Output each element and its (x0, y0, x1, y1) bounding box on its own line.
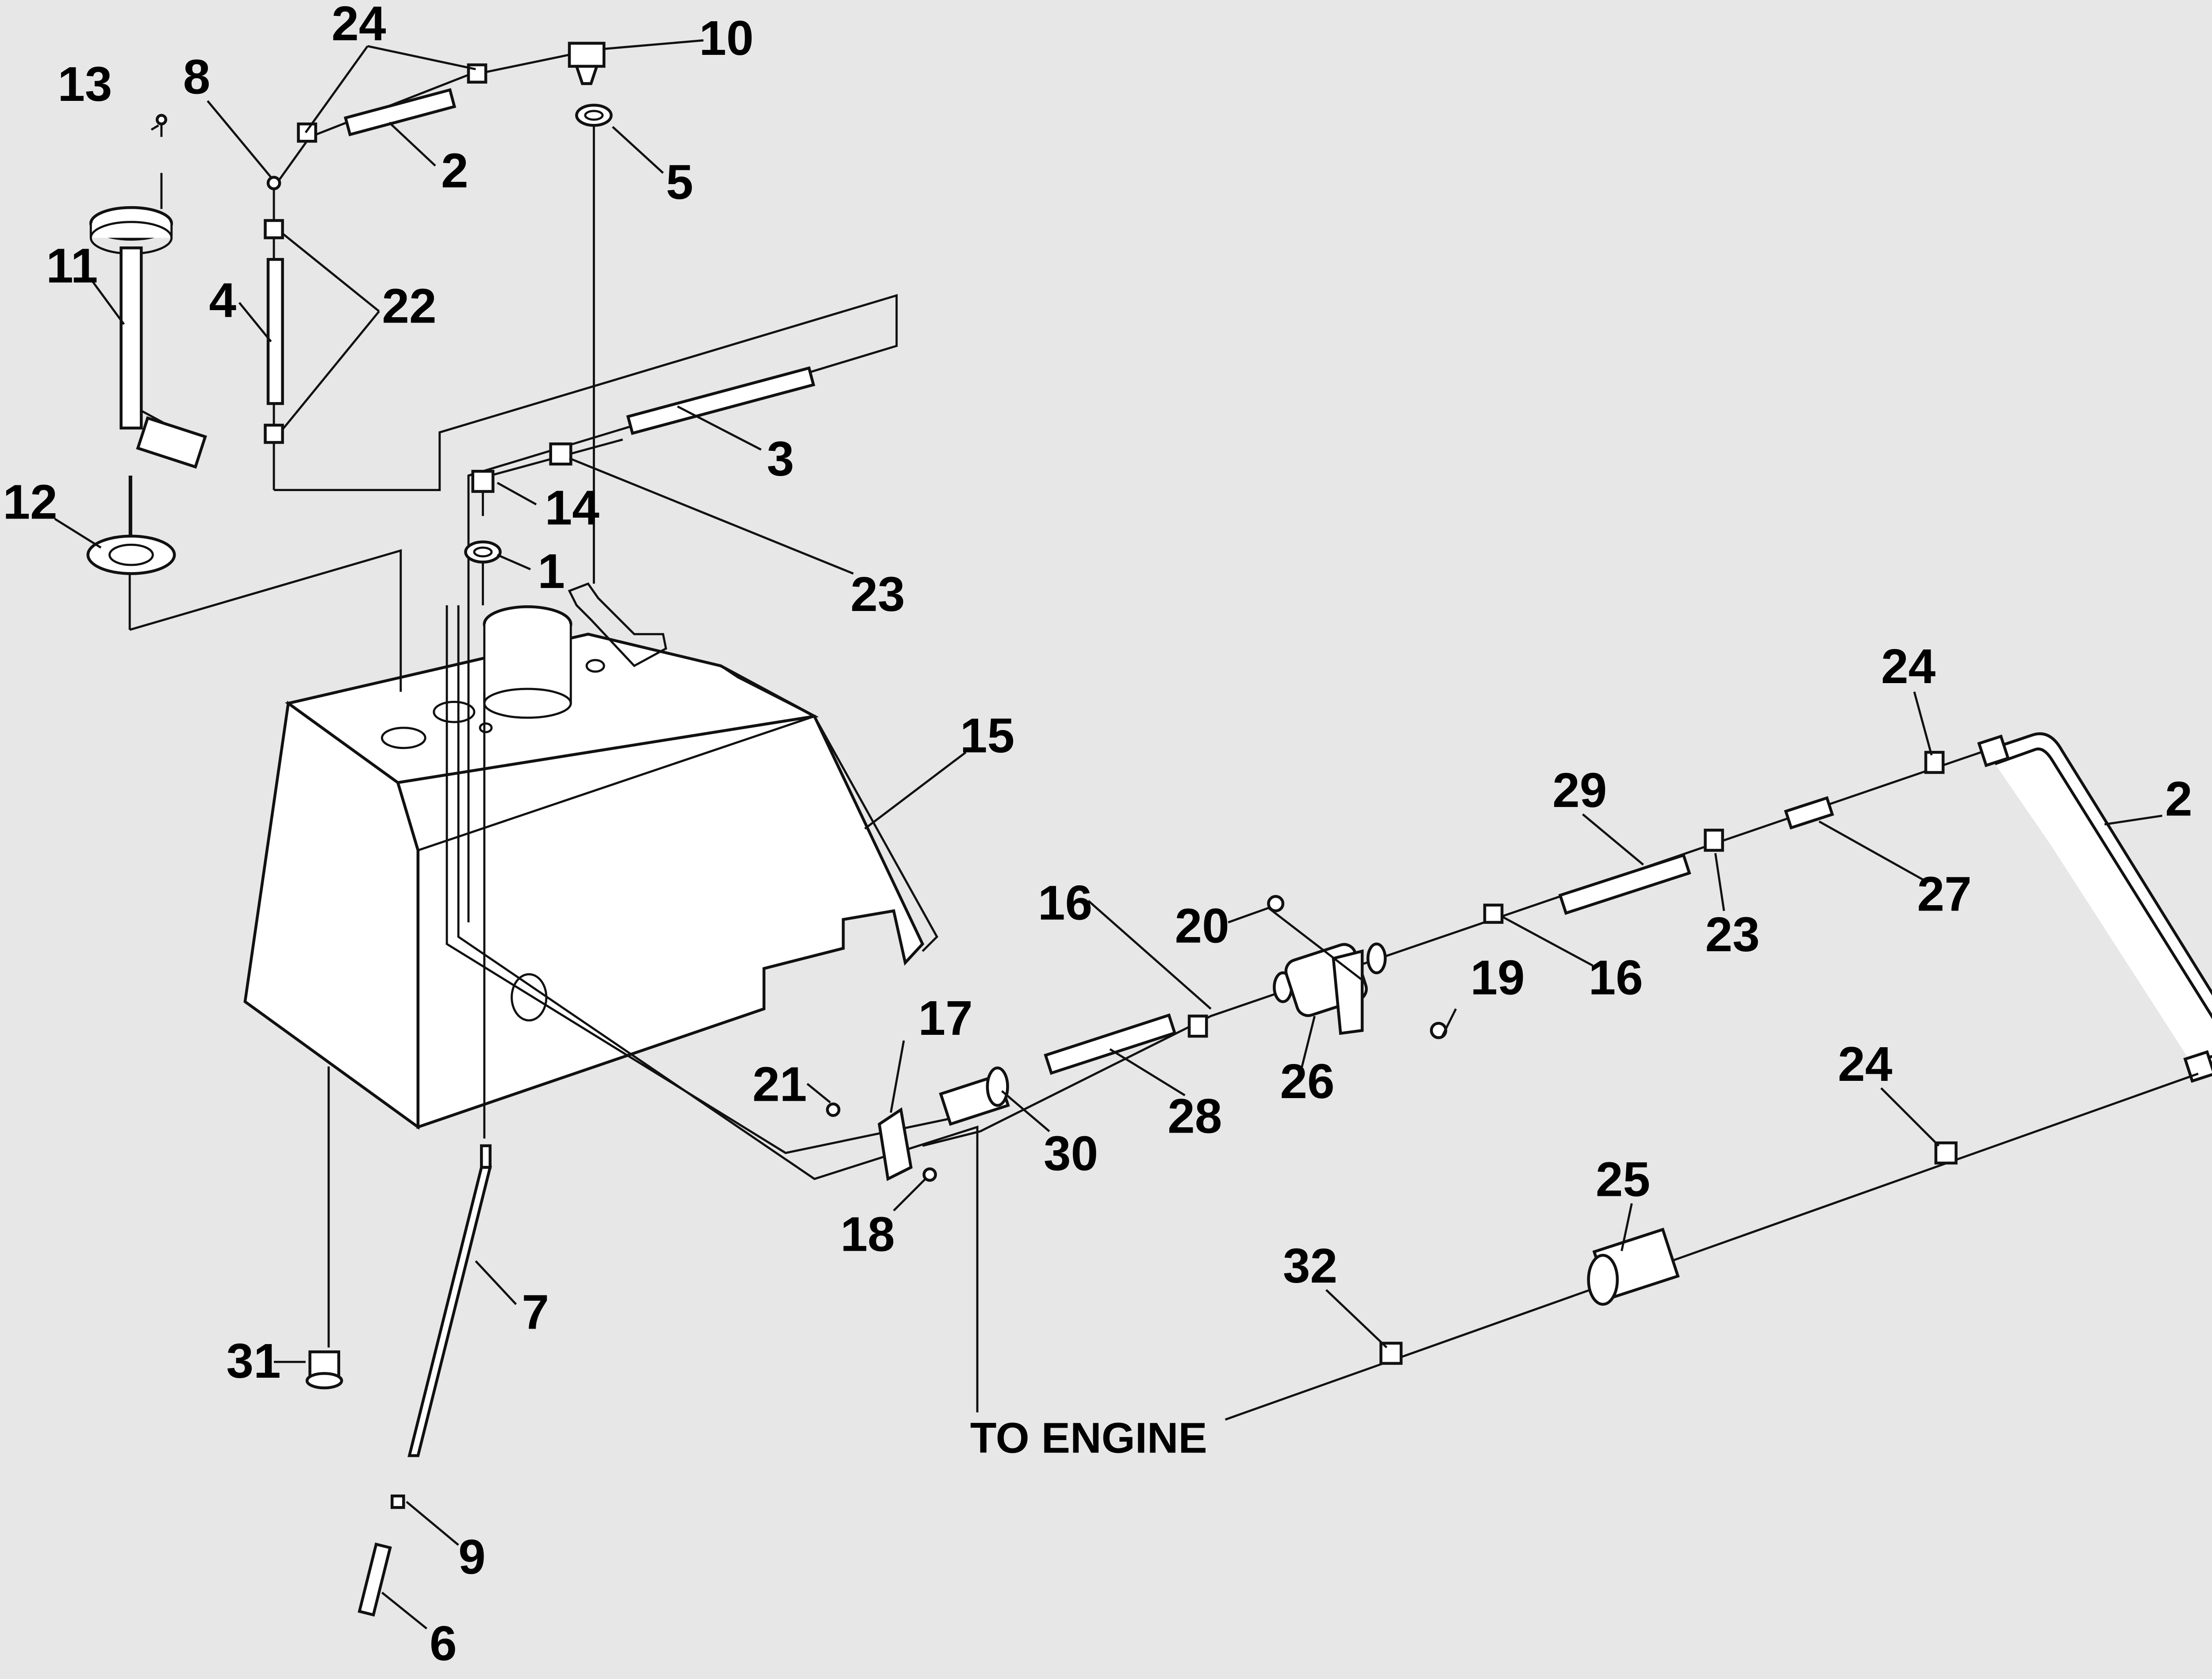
callout-24-right: 24 (1881, 639, 1936, 694)
callout-30: 30 (1044, 1126, 1098, 1181)
callout-11: 11 (46, 238, 98, 293)
fuel-line-lower (1225, 1072, 2199, 1421)
to-engine-label: TO ENGINE (970, 1414, 1207, 1462)
callout-24-lower: 24 (1838, 1037, 1892, 1091)
drain-plug (305, 1066, 343, 1390)
callout-9: 9 (458, 1530, 486, 1584)
fill-vent-hose (464, 366, 815, 606)
callout-labels: 24 10 13 8 2 5 11 4 22 3 12 14 1 23 24 1… (3, 0, 2193, 1671)
sender-gasket (86, 534, 176, 575)
callout-12: 12 (3, 475, 58, 530)
leader-lines (54, 39, 2162, 1629)
callout-18: 18 (841, 1207, 895, 1262)
callout-23-line: 23 (1705, 907, 1760, 962)
fuel-tank (243, 582, 938, 1130)
callout-23-tank: 23 (850, 567, 905, 622)
callout-15: 15 (960, 708, 1014, 763)
clamp-23 (1704, 829, 1724, 852)
callout-10: 10 (699, 11, 753, 65)
frame-outline (274, 294, 898, 922)
callout-32: 32 (1283, 1239, 1337, 1293)
callout-6: 6 (430, 1617, 457, 1671)
bracket-17 (826, 1102, 937, 1182)
callout-7: 7 (522, 1285, 549, 1339)
callout-24-top: 24 (331, 0, 386, 51)
callout-2-right: 2 (2165, 772, 2193, 826)
callout-14: 14 (545, 481, 599, 535)
callout-31: 31 (227, 1334, 281, 1388)
callout-21: 21 (753, 1057, 807, 1112)
callout-26: 26 (1280, 1054, 1334, 1109)
callout-16-left: 16 (1038, 876, 1092, 930)
clamp-24-lower (1934, 1141, 1958, 1165)
clamp-24-upper (1924, 751, 1945, 774)
callout-13: 13 (58, 57, 112, 111)
fitting-27 (1784, 796, 1834, 830)
inline-filter-25 (1587, 1227, 1680, 1306)
fuel-pump-26 (1267, 895, 1448, 1039)
vent-lines (264, 63, 488, 444)
callout-28: 28 (1167, 1089, 1222, 1143)
clamp-16 (1187, 903, 1504, 1038)
hose-28 (1044, 1013, 1177, 1075)
callout-5: 5 (666, 155, 693, 210)
screw-13 (155, 114, 167, 209)
callout-1: 1 (538, 544, 565, 599)
hose-29 (1558, 853, 1691, 915)
callout-19: 19 (1470, 951, 1525, 1005)
fuel-filter-30 (939, 1066, 1010, 1126)
vent-valve (485, 42, 613, 584)
callout-2-top: 2 (441, 143, 469, 198)
callout-20: 20 (1175, 899, 1229, 953)
fuel-sender (89, 206, 207, 469)
callout-4: 4 (209, 273, 236, 328)
callout-17: 17 (918, 991, 973, 1045)
callout-22: 22 (382, 279, 436, 334)
pickup-line (357, 605, 979, 1617)
callout-16-right: 16 (1589, 951, 1643, 1005)
callout-8: 8 (183, 50, 211, 104)
callout-29: 29 (1552, 763, 1607, 818)
callout-25: 25 (1596, 1153, 1650, 1207)
callout-3: 3 (767, 432, 794, 486)
callout-27: 27 (1917, 867, 1972, 922)
